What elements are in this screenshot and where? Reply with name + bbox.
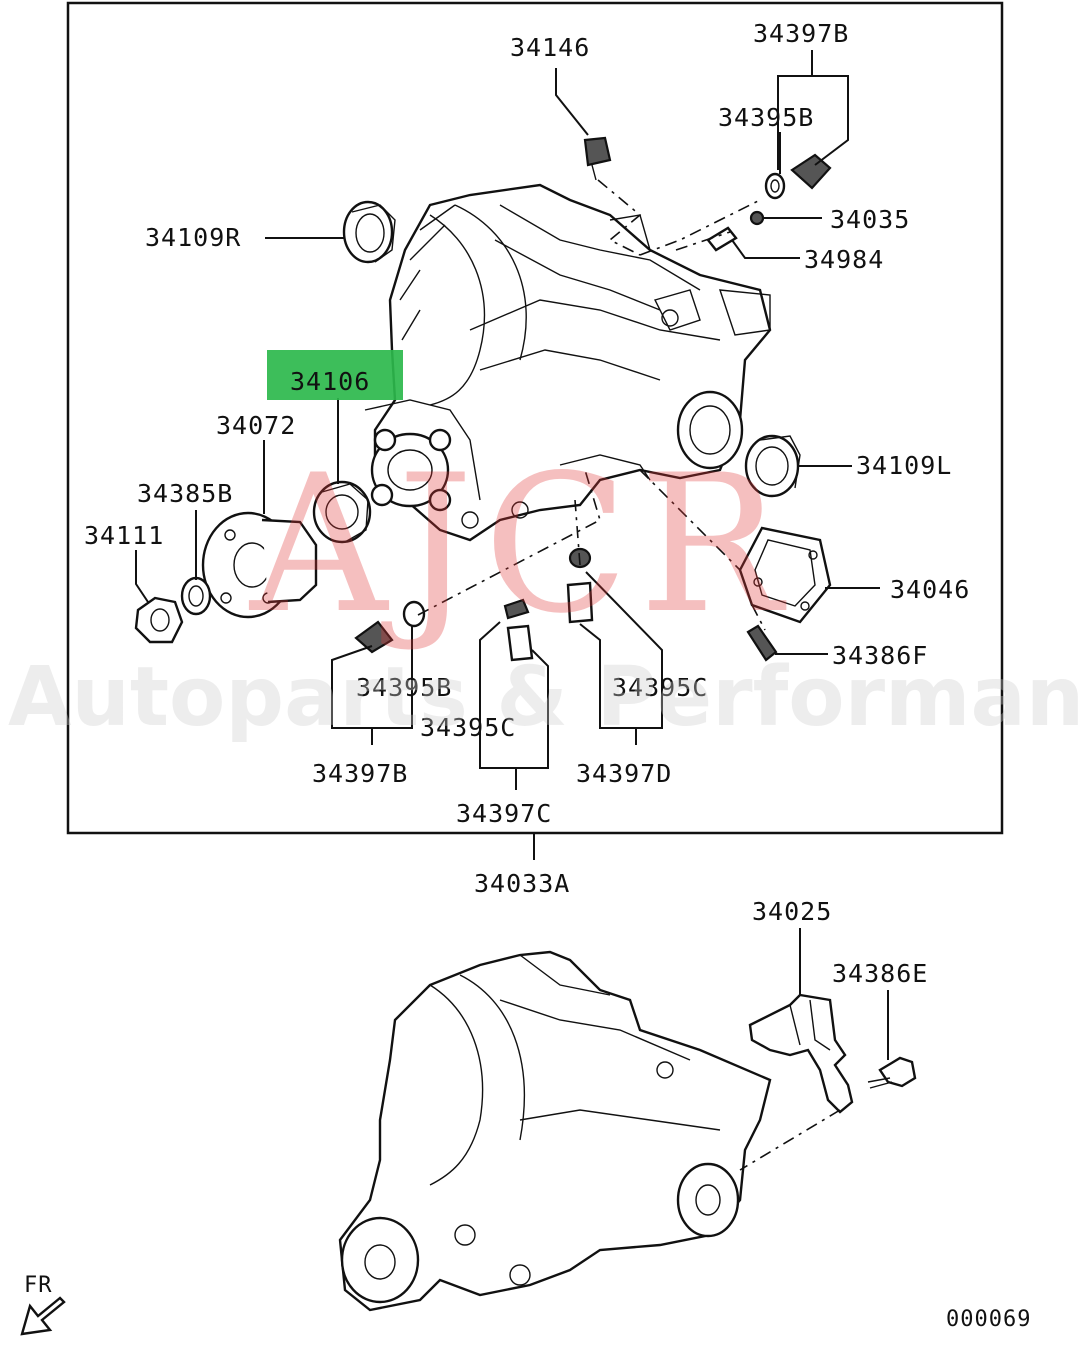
nut-34111 (134, 596, 184, 644)
label-34111: 34111 (84, 521, 164, 550)
label-34109r: 34109R (145, 223, 241, 252)
label-34395b-top: 34395B (718, 103, 814, 132)
cap-34035 (749, 210, 765, 226)
watermark-tagline: Autoparts & Performance (8, 650, 1080, 745)
plug-34397c (506, 624, 534, 662)
watermark: AJCR Autoparts & Performance (8, 434, 1080, 745)
label-34984: 34984 (804, 245, 884, 274)
label-34033a: 34033A (474, 869, 570, 898)
breather-34984 (706, 226, 738, 252)
gasket-34395c-mid (503, 598, 530, 620)
label-34397b-bottom: 34397B (312, 759, 408, 788)
label-34109l: 34109L (856, 451, 952, 480)
washer-34385b (180, 576, 212, 616)
leader-lines (135, 50, 880, 860)
label-34025: 34025 (752, 897, 832, 926)
figure-code: 000069 (946, 1307, 1031, 1332)
gasket-34395b-bottom (402, 600, 426, 628)
oil-seal-34109r (342, 200, 396, 264)
label-34395c-right: 34395C (612, 673, 708, 702)
bracket-34025 (748, 993, 854, 1114)
highlight-34106 (267, 350, 403, 400)
lower-dashed-line (739, 1109, 841, 1171)
direction-marker-label: FR (24, 1273, 53, 1298)
label-34397b-top: 34397B (753, 19, 849, 48)
label-34385b: 34385B (137, 479, 233, 508)
cover-gasket-34046 (738, 526, 832, 624)
bolt-34386f (746, 624, 778, 662)
oil-seal-34106 (312, 480, 372, 544)
front-direction-arrow-icon (20, 1296, 66, 1336)
part-labels: 34146 34397B 34395B 34035 34984 34109R 3… (24, 19, 1031, 1332)
companion-flange-34072 (201, 511, 318, 619)
label-34397c: 34397C (456, 799, 552, 828)
installed-differential-drawing (338, 950, 772, 1312)
label-34106: 34106 (290, 367, 370, 396)
bolt-34146 (583, 136, 612, 181)
bolt-34386e (867, 1056, 917, 1089)
gasket-34395b-top (764, 172, 786, 200)
label-34386f: 34386F (832, 641, 928, 670)
label-34386e: 34386E (832, 959, 928, 988)
differential-assembly-drawing (364, 183, 772, 542)
label-34072: 34072 (216, 411, 296, 440)
watermark-logo: AJCR (248, 434, 792, 655)
assembly-dashed-lines (417, 179, 766, 631)
plug-34397d (566, 581, 594, 624)
label-34397d: 34397D (576, 759, 672, 788)
label-34146: 34146 (510, 33, 590, 62)
label-34046: 34046 (890, 575, 970, 604)
plug-34397b-top (790, 153, 832, 190)
label-34395b-bottom: 34395B (356, 673, 452, 702)
label-34035: 34035 (830, 205, 910, 234)
label-34395c-mid: 34395C (420, 713, 516, 742)
